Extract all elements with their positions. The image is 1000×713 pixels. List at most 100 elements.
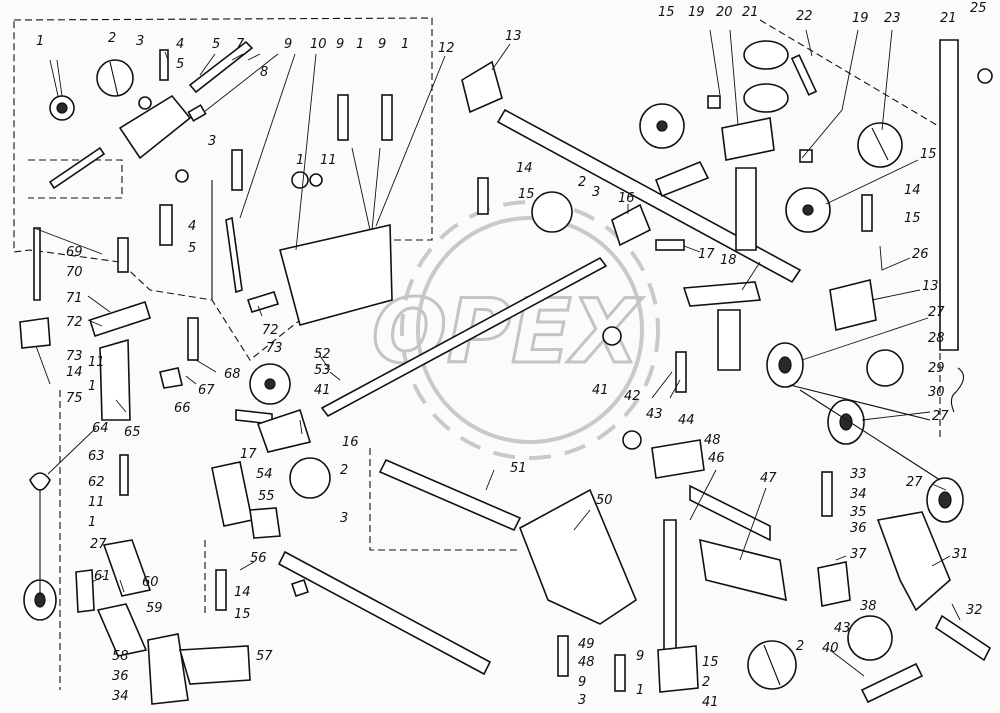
- callout-66: 66: [174, 401, 191, 416]
- part-lever-upper: [735, 167, 757, 251]
- callout-69: 69: [66, 245, 83, 260]
- callout-37: 37: [850, 547, 867, 562]
- part-cotter-pin-2: [109, 61, 119, 97]
- part-bolt-4b: [159, 204, 173, 246]
- leader-71: [87, 295, 111, 313]
- part-plate-57: [178, 645, 251, 685]
- part-bracket-20: [721, 117, 775, 161]
- part-pulley-hub-d: [34, 592, 46, 608]
- leader-1: [49, 59, 63, 97]
- callout-47: 47: [760, 471, 777, 486]
- callout-3: 3: [592, 185, 600, 200]
- part-bolt-33: [821, 471, 833, 517]
- leader-26: [879, 245, 911, 271]
- part-nut-stack-41: [657, 645, 699, 693]
- group-outline-mid: [369, 448, 520, 551]
- leader-40: [829, 649, 865, 677]
- callout-21: 21: [940, 11, 957, 26]
- callout-13: 13: [922, 279, 939, 294]
- callout-16: 16: [618, 191, 635, 206]
- part-link-9: [225, 216, 243, 294]
- leader-19b: [801, 29, 859, 159]
- callout-2: 2: [578, 175, 586, 190]
- leader-13b: [871, 289, 921, 301]
- callout-9: 9: [636, 649, 644, 664]
- leader-52-53: [319, 355, 341, 381]
- part-nut-41: [264, 378, 276, 390]
- part-bracket-50: [518, 488, 637, 625]
- part-spring-30: [950, 367, 965, 413]
- part-clevis-16: [611, 203, 652, 247]
- callout-17: 17: [240, 447, 257, 462]
- callout-65: 65: [124, 425, 141, 440]
- callout-34: 34: [112, 689, 129, 704]
- callout-5: 5: [176, 57, 184, 72]
- part-pin-3: [175, 169, 189, 183]
- part-plate-71: [89, 300, 151, 338]
- callout-5: 5: [188, 241, 196, 256]
- leader-72: [87, 319, 103, 327]
- leader-68: [195, 359, 217, 373]
- callout-26: 26: [912, 247, 929, 262]
- part-rod-69: [33, 227, 41, 301]
- part-bushing-55: [249, 507, 281, 539]
- part-nut-1b: [291, 171, 309, 189]
- callout-60: 60: [142, 575, 159, 590]
- group-pulleys: [23, 342, 965, 621]
- callout-72: 72: [66, 315, 83, 330]
- leader-65: [115, 399, 127, 413]
- callout-43: 43: [646, 407, 663, 422]
- part-bolt-70: [117, 237, 129, 273]
- callout-31: 31: [952, 547, 969, 562]
- callout-17: 17: [698, 247, 715, 262]
- part-bracket-57: [147, 633, 189, 705]
- leader-47: [739, 487, 767, 561]
- callout-1: 1: [356, 37, 364, 52]
- callout-18: 18: [720, 253, 737, 268]
- part-spring-59: [96, 603, 148, 657]
- callout-circle-2c: [289, 457, 331, 499]
- callout-19: 19: [852, 11, 869, 26]
- callout-32: 32: [966, 603, 983, 618]
- leader-12b: [375, 55, 446, 227]
- callout-23: 23: [884, 11, 901, 26]
- callout-27: 27: [90, 537, 107, 552]
- leader-32: [951, 603, 961, 621]
- callout-circle-38: [847, 615, 893, 661]
- callout-25: 25: [970, 1, 987, 16]
- part-bolt-9b: [337, 94, 349, 141]
- callout-43: 43: [834, 621, 851, 636]
- part-pin-32: [934, 614, 992, 662]
- callout-29: 29: [928, 361, 945, 376]
- leader-13: [491, 43, 511, 71]
- callout-33: 33: [850, 467, 867, 482]
- part-washer-44: [622, 430, 642, 450]
- callout-11: 11: [320, 153, 337, 168]
- leader-lines: [33, 29, 961, 677]
- part-bolt-14c: [215, 569, 227, 611]
- part-eye-64: [29, 472, 51, 491]
- callout-36: 36: [112, 669, 129, 684]
- callout-58: 58: [112, 649, 129, 664]
- callout-3: 3: [578, 693, 586, 708]
- leader-64: [47, 427, 97, 475]
- callout-19: 19: [688, 5, 705, 20]
- leader-50: [573, 509, 591, 531]
- part-lever-47: [699, 538, 787, 602]
- leader-17: [683, 245, 701, 253]
- part-bolt-19: [707, 95, 721, 109]
- callout-1: 1: [36, 34, 44, 49]
- callout-75: 75: [66, 391, 83, 406]
- leader-37: [835, 555, 847, 561]
- leader-27c: [931, 483, 947, 491]
- callout-63: 63: [88, 449, 105, 464]
- part-bolt-9e: [614, 654, 626, 692]
- callout-13: 13: [505, 29, 522, 44]
- callout-56: 56: [250, 551, 267, 566]
- callout-labels: 1 2 3 4 5 5 7 9 10 9 1 9 1 12 13 8 3 1 1…: [36, 1, 987, 710]
- part-cotter-pin-23: [871, 127, 889, 161]
- callout-1: 1: [636, 683, 644, 698]
- leader-16b: [299, 419, 303, 435]
- callout-64: 64: [92, 421, 109, 436]
